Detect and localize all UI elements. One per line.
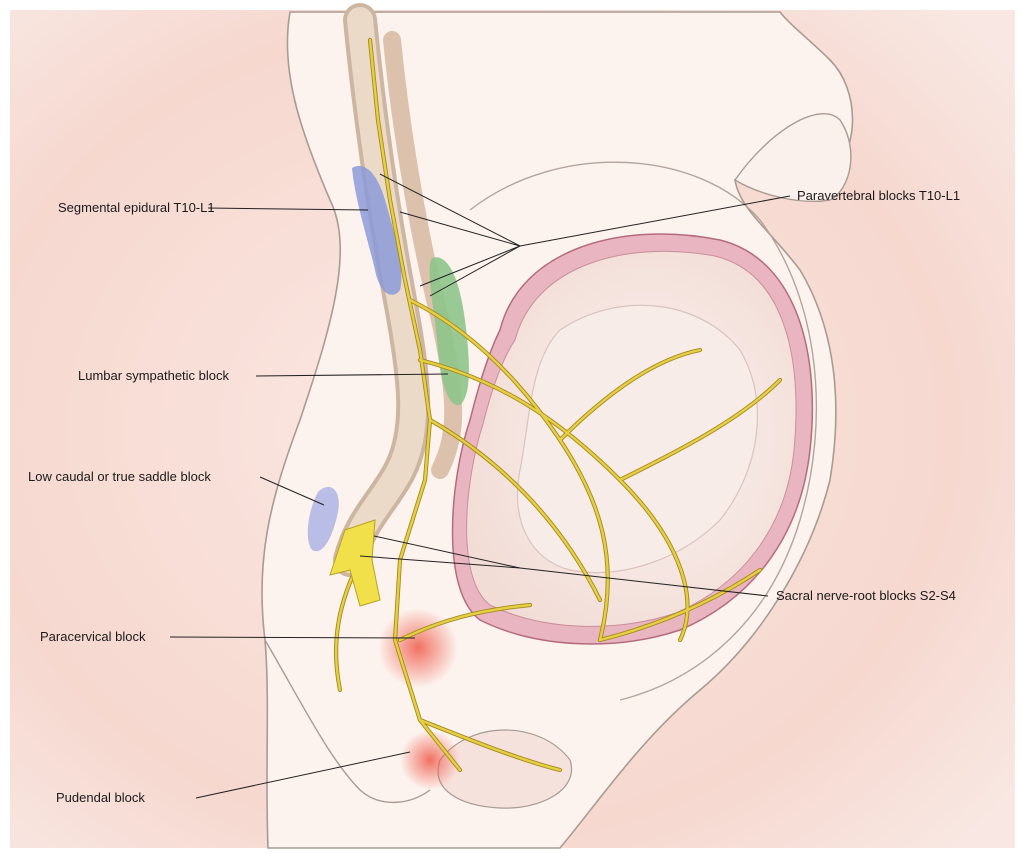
- label-pudendal: Pudendal block: [56, 790, 145, 806]
- label-low-caudal: Low caudal or true saddle block: [28, 469, 211, 485]
- label-paravertebral-blocks: Paravertebral blocks T10-L1: [797, 188, 960, 204]
- label-lumbar-sympathetic: Lumbar sympathetic block: [78, 368, 229, 384]
- label-sacral-nerve-root: Sacral nerve-root blocks S2-S4: [776, 588, 956, 604]
- label-paracervical: Paracervical block: [40, 629, 146, 645]
- label-segmental-epidural: Segmental epidural T10-L1: [58, 200, 215, 216]
